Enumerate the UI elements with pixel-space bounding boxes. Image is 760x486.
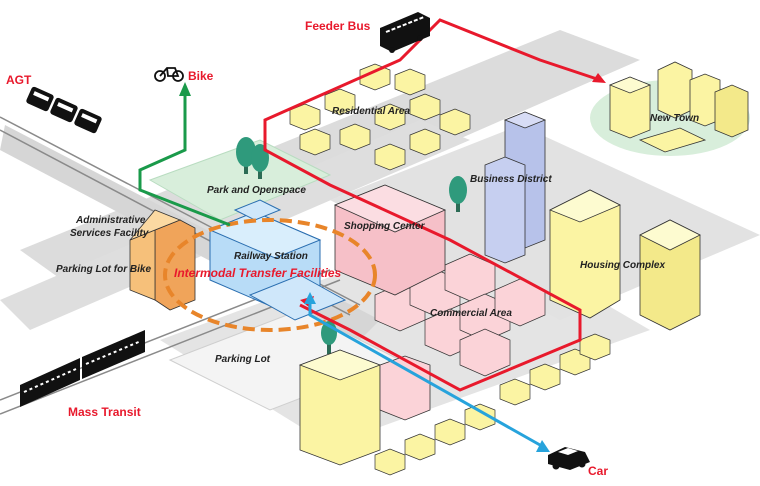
- housing-complex-buildings: [549, 189, 701, 331]
- car-icon: [548, 447, 590, 470]
- new-town-buildings: [608, 61, 749, 153]
- bike-route: [138, 92, 231, 227]
- transfer-zone: [163, 218, 377, 332]
- admin-label-line1: Administrative: [75, 215, 146, 226]
- bus-route-arrow: [592, 73, 606, 83]
- bike-route-arrow: [179, 82, 191, 96]
- housing-complex-label: Housing Complex: [580, 260, 665, 271]
- park-openspace-label: Park and Openspace: [207, 185, 306, 196]
- bike-icon: [154, 67, 184, 82]
- feeder-bus-label: Feeder Bus: [305, 19, 371, 33]
- business-district-buildings: [484, 111, 547, 264]
- parking-lot-label: Parking Lot: [215, 354, 271, 365]
- car-route: [308, 300, 541, 447]
- mass-transit-train-icon: [20, 330, 145, 407]
- bus-loop-route: [263, 120, 582, 392]
- tree-icon: [449, 176, 467, 212]
- car-label: Car: [588, 464, 608, 478]
- commercial-buildings: [374, 253, 546, 377]
- commercial-area-label: Commercial Area: [430, 308, 512, 319]
- bike-label: Bike: [188, 69, 214, 83]
- mass-transit-label: Mass Transit: [68, 405, 141, 419]
- residential-houses: [289, 63, 471, 171]
- railway-station-label: Railway Station: [234, 251, 308, 262]
- residential-area-label: Residential Area: [332, 106, 410, 117]
- office-building: [298, 349, 431, 466]
- intermodal-label: Intermodal Transfer Facilities: [174, 266, 341, 280]
- roadside-houses: [374, 333, 611, 476]
- shopping-center-label: Shopping Center: [344, 221, 426, 232]
- admin-label-line2: Services Facility: [70, 228, 149, 239]
- parking-bike-label: Parking Lot for Bike: [56, 264, 151, 275]
- new-town-label: New Town: [650, 113, 699, 124]
- car-route-arrow: [536, 440, 550, 452]
- bus-icon: [380, 12, 430, 53]
- car-route-arrow-up: [304, 292, 316, 304]
- agt-label: AGT: [6, 73, 32, 87]
- shopping-center-building: [333, 184, 447, 296]
- agt-train-icon: [26, 86, 102, 134]
- business-district-label: Business District: [470, 174, 552, 185]
